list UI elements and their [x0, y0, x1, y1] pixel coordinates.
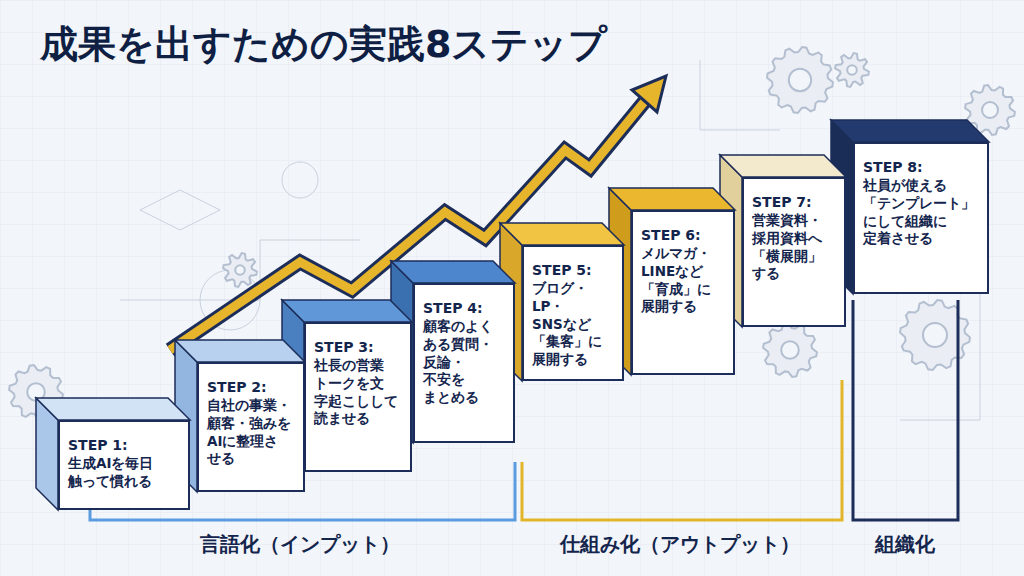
cube-faces [36, 120, 989, 510]
cube-shape [500, 223, 624, 381]
gear-icon [223, 253, 257, 287]
gear-hub [982, 102, 998, 118]
tech-shape [140, 190, 220, 230]
step-box: STEP 6:メルマガ・ LINEなど 「育成」に 展開する [631, 210, 735, 375]
step-box: STEP 5:ブログ・LP・ SNSなど 「集客」に 展開する [522, 245, 624, 381]
gear-icon [767, 47, 833, 113]
step-body: 自社の事業・ 顧客・強みを AIに整理さ せる [207, 397, 295, 468]
output-bracket [522, 380, 842, 520]
gear-hub [789, 69, 811, 91]
step-heading: STEP 8: [863, 158, 979, 177]
step-box: STEP 3:社長の営業 トークを文 字起こしして 読ませる [304, 322, 412, 472]
cube-top [391, 261, 515, 283]
step-heading: STEP 6: [641, 226, 725, 245]
gear-hub [235, 265, 245, 275]
gear-icon [763, 323, 817, 377]
step-body: 営業資料・ 採用資料へ 「横展開」 する [752, 212, 836, 283]
group-label: 言語化（インプット） [200, 532, 400, 557]
cube-shape [175, 340, 305, 492]
cube-top [36, 398, 190, 420]
gear-hub [847, 65, 857, 75]
step-heading: STEP 3: [314, 338, 402, 357]
cube-top [175, 340, 305, 362]
cube-shape [720, 155, 846, 327]
cube-top [831, 120, 989, 142]
step-heading: STEP 5: [532, 261, 614, 280]
gear-icon [835, 53, 869, 87]
step-body: ブログ・LP・ SNSなど 「集客」に 展開する [532, 280, 614, 369]
step-box: STEP 7:営業資料・ 採用資料へ 「横展開」 する [742, 177, 846, 327]
diagram-title: 成果を出すための実践8ステップ [40, 22, 607, 68]
gear-outline [763, 323, 817, 377]
step-box: STEP 2:自社の事業・ 顧客・強みを AIに整理さ せる [197, 362, 305, 492]
cube-shape [36, 398, 190, 510]
step-body: メルマガ・ LINEなど 「育成」に 展開する [641, 245, 725, 316]
step-box: STEP 4:顧客のよく ある質問・ 反論・不安を まとめる [413, 283, 515, 443]
tech-circle [282, 162, 318, 198]
gear-outline [767, 47, 833, 113]
cube-top [720, 155, 846, 177]
group-label: 仕組み化（アウトプット） [560, 532, 800, 557]
gear-outline [835, 53, 869, 87]
cube-shape [609, 188, 735, 375]
cube-top [282, 300, 412, 322]
group-label: 組織化 [875, 532, 935, 557]
arrow-head [632, 76, 666, 112]
tech-line [700, 60, 780, 130]
step-heading: STEP 4: [423, 299, 505, 318]
step-body: 生成AIを毎日 触って慣れる [68, 455, 180, 491]
gear-outline [223, 253, 257, 287]
gear-hub [781, 341, 799, 359]
step-box: STEP 8:社員が使える 「テンプレート」 にして組織に 定着させる [853, 142, 989, 294]
step-body: 社長の営業 トークを文 字起こしして 読ませる [314, 357, 402, 428]
step-body: 社員が使える 「テンプレート」 にして組織に 定着させる [863, 177, 979, 248]
gear-hub [923, 323, 947, 347]
cube-shape [831, 120, 989, 294]
cube-top [500, 223, 624, 245]
step-heading: STEP 1: [68, 436, 180, 455]
cube-top [609, 188, 735, 210]
step-heading: STEP 2: [207, 378, 295, 397]
step-heading: STEP 7: [752, 193, 836, 212]
step-box: STEP 1:生成AIを毎日 触って慣れる [58, 420, 190, 510]
step-body: 顧客のよく ある質問・ 反論・不安を まとめる [423, 318, 505, 407]
organization-bracket [853, 300, 958, 520]
